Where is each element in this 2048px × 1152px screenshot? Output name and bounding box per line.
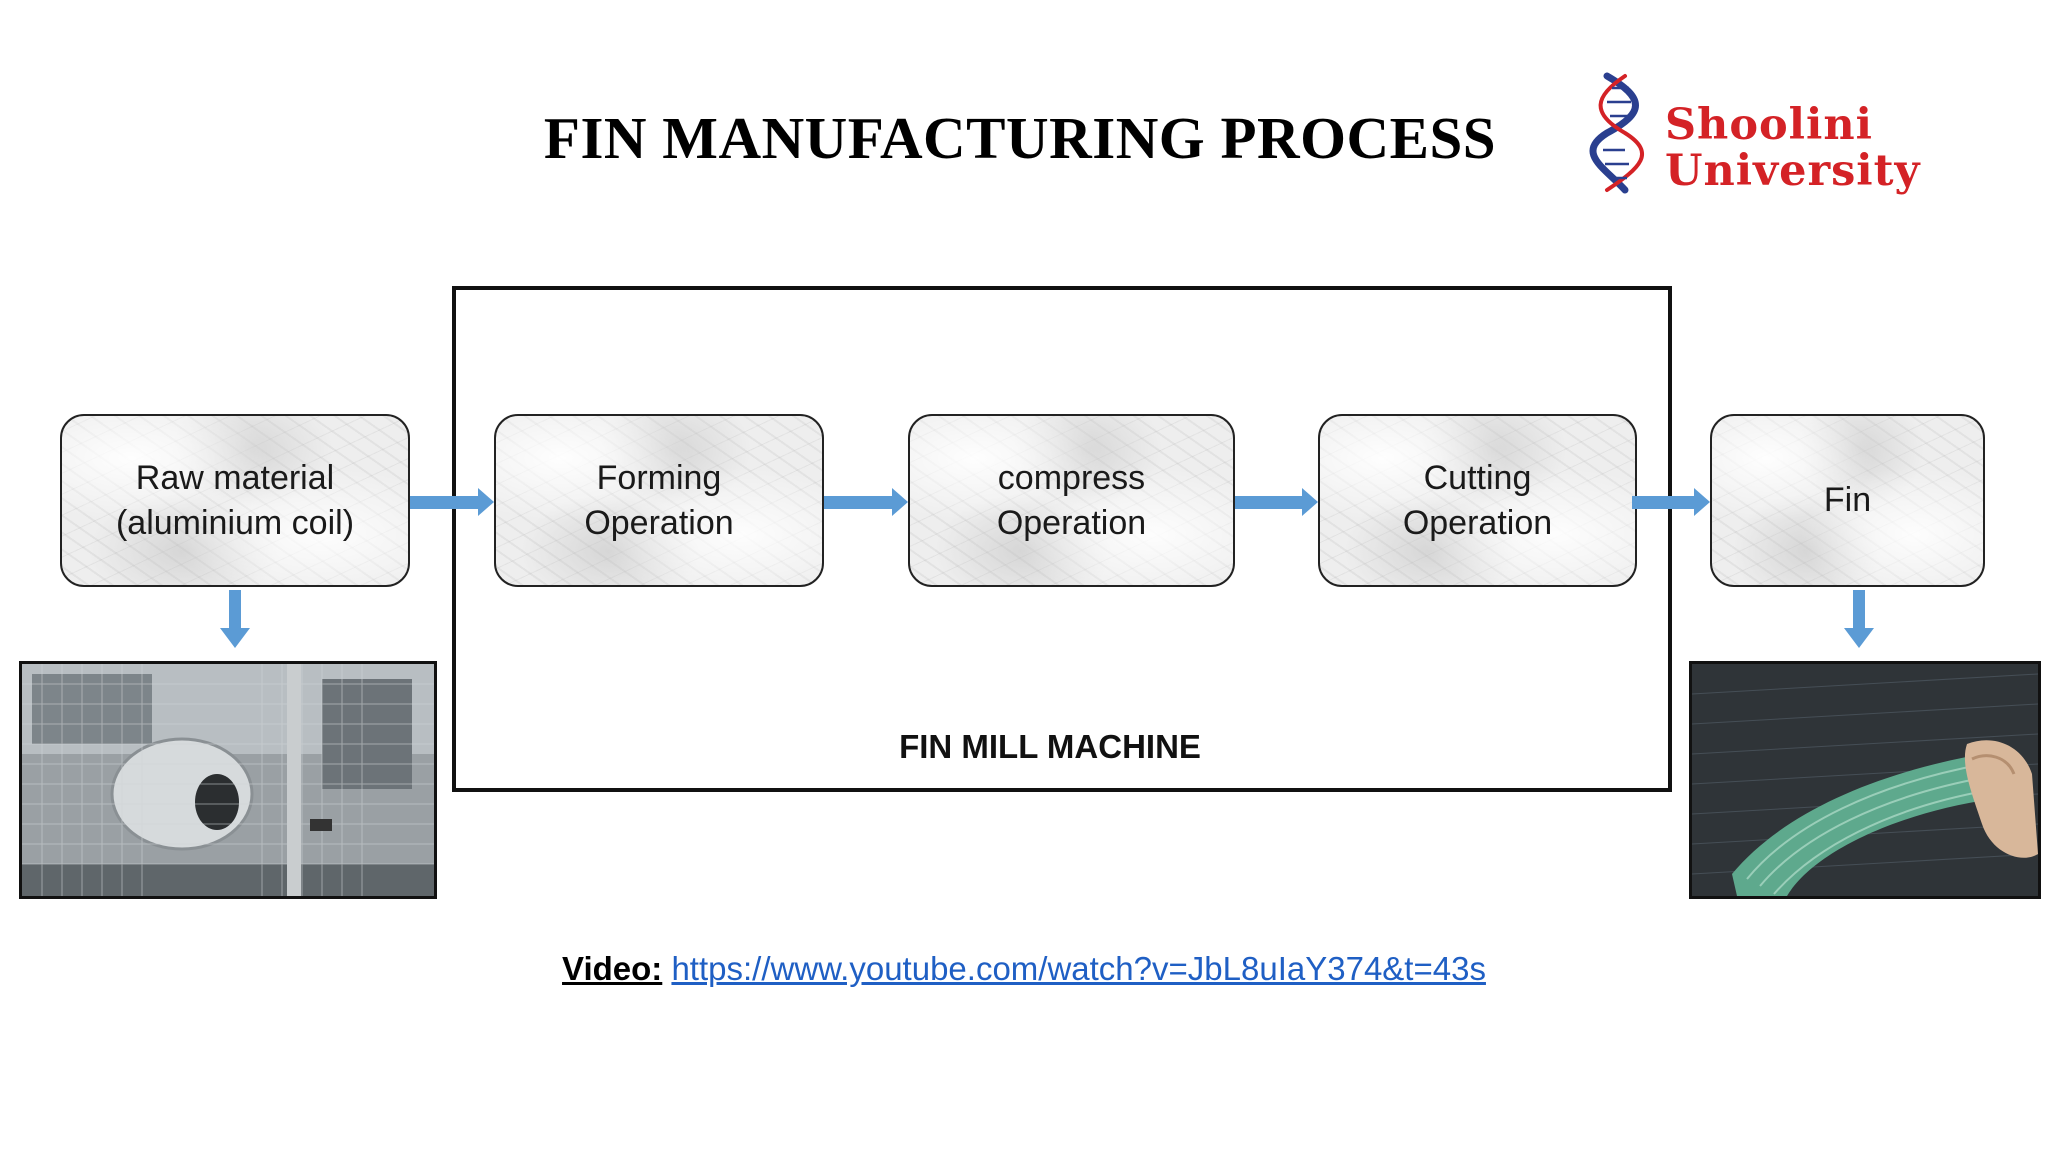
step-label: Forming Operation bbox=[584, 458, 734, 542]
raw-material-photo bbox=[19, 661, 437, 899]
arrow-raw-to-forming bbox=[410, 488, 494, 516]
step-label: compress Operation bbox=[996, 458, 1147, 542]
fin-product-photo bbox=[1689, 661, 2041, 899]
step-compress-operation: compress Operation bbox=[908, 414, 1235, 587]
fin-mill-machine-label: FIN MILL MACHINE bbox=[899, 728, 1201, 765]
video-link[interactable]: https://www.youtube.com/watch?v=JbL8uIaY… bbox=[671, 950, 1486, 987]
fin-mill-machine-frame bbox=[452, 286, 1672, 792]
step-fin: Fin bbox=[1710, 414, 1985, 587]
university-logo: Shoolini University bbox=[1585, 68, 1985, 198]
arrow-compress-to-cutting bbox=[1235, 488, 1318, 516]
step-label: Cutting Operation bbox=[1402, 458, 1553, 542]
arrow-forming-to-compress bbox=[824, 488, 908, 516]
logo-text-line1: Shoolini bbox=[1665, 100, 1873, 150]
step-raw-material: Raw material (aluminium coil) bbox=[60, 414, 410, 587]
step-label: Fin bbox=[1823, 481, 1872, 519]
logo-text-line2: University bbox=[1665, 146, 1921, 196]
video-label: Video: bbox=[562, 950, 663, 987]
video-reference: Video: https://www.youtube.com/watch?v=J… bbox=[0, 950, 2048, 988]
step-forming-operation: Forming Operation bbox=[494, 414, 824, 587]
page-title: FIN MANUFACTURING PROCESS bbox=[543, 105, 1497, 171]
step-label: Raw material (aluminium coil) bbox=[115, 458, 355, 542]
dna-helix-icon bbox=[1589, 72, 1645, 194]
arrow-cutting-to-fin bbox=[1632, 488, 1710, 516]
arrow-raw-down bbox=[220, 590, 250, 648]
arrow-fin-down bbox=[1844, 590, 1874, 648]
step-cutting-operation: Cutting Operation bbox=[1318, 414, 1637, 587]
